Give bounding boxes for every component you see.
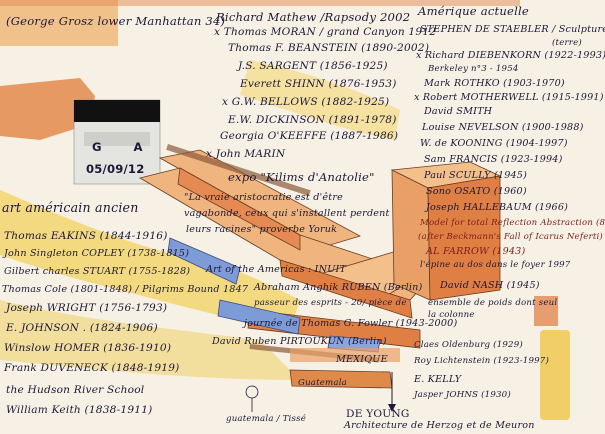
right-item-15: (after Beckmann's Fall of Icarus Neferti… — [418, 232, 603, 242]
guatemala-sub-label: guatemala / Tissé — [226, 414, 306, 424]
expo-title: expo "Kilims d'Anatolie" — [228, 170, 375, 184]
right-item-7: David SMITH — [424, 106, 493, 117]
left-item-3: Gilbert charles STUART (1755-1828) — [4, 266, 191, 277]
ticket — [73, 99, 161, 185]
right-item-8: Louise NEVELSON (1900-1988) — [422, 122, 584, 133]
wash-left-orange — [0, 78, 95, 140]
building-wall-front — [279, 259, 413, 319]
expo-quote-1: "La vraie aristocratie est d'être — [184, 192, 344, 203]
right-item-16: AL FARROW (1943) — [426, 246, 526, 257]
americas-item-1: Abraham Anghik RUBEN (Berlin) — [254, 282, 423, 293]
center-item-1: x Thomas MORAN / grand Canyon 1912 — [214, 26, 437, 38]
wash-bottom-right-orange — [534, 296, 558, 326]
right-item-18: David NASH (1945) — [440, 280, 540, 291]
left-item-1: Thomas EAKINS (1844-1916) — [4, 230, 168, 242]
mexique-label: MEXIQUE — [336, 354, 388, 365]
bottom-right-item-1: Claes Oldenburg (1929) — [414, 340, 523, 350]
wash-yellow-left — [0, 190, 300, 330]
bottom-right-item-2: Roy Lichtenstein (1923-1997) — [414, 356, 550, 366]
wash-top-strip — [0, 0, 520, 6]
center-item-3: J.S. SARGENT (1856-1925) — [238, 60, 388, 72]
americas-title: Art of the Americas : INUIT — [206, 264, 347, 275]
building-wall-blue-1 — [167, 237, 241, 285]
center-item-4: Everett SHINN (1876-1953) — [240, 78, 397, 90]
arrow-head — [388, 404, 396, 412]
shadow-band-1 — [166, 144, 311, 197]
expo-quote-3: leurs racines" proverbe Yoruk — [186, 224, 338, 235]
left-item-7: Winslow HOMER (1836-1910) — [4, 342, 172, 354]
center-item-6: E.W. DICKINSON (1891-1978) — [228, 114, 397, 126]
center-item-7: Georgia O'KEEFFE (1887-1986) — [220, 130, 399, 142]
left-item-6: E. JOHNSON . (1824-1906) — [6, 322, 158, 334]
right-item-3: x Richard DIEBENKORN (1922-1993) — [416, 50, 605, 61]
right-item-13: Joseph HALLEBAUM (1966) — [426, 202, 569, 213]
right-item-20: la colonne — [428, 310, 475, 320]
right-item-1: STEPHEN DE STAEBLER / Sculpture — [420, 24, 605, 35]
right-item-14: Model for total Reflection Abstraction (… — [420, 218, 605, 228]
header-right: Amérique actuelle — [418, 4, 529, 18]
americas-item-2: passeur des esprits - 20/ pièce de — [254, 298, 407, 308]
right-item-17: l'épine au dos dans le foyer 1997 — [420, 260, 571, 270]
left-title: art américain ancien — [2, 200, 139, 215]
right-item-5: Mark ROTHKO (1903-1970) — [424, 78, 565, 89]
americas-item-4: David Ruben PIRTOUKUN (Berlin) — [212, 336, 387, 347]
guatemala-label: Guatemala — [298, 378, 348, 388]
wash-yellow-top — [240, 60, 400, 140]
americas-item-3: journée de Thomas G. Fowler (1943-2000) — [244, 318, 458, 329]
tower-side — [427, 175, 501, 301]
right-item-9: W. de KOONING (1904-1997) — [420, 138, 568, 149]
bottom-right-item-4: Jasper JOHNS (1930) — [414, 390, 511, 400]
left-item-4: Thomas Cole (1801-1848) / Pilgrims Bound… — [2, 284, 249, 295]
right-item-19: ensemble de poids dont seul — [428, 298, 558, 308]
right-item-12: Sono OSATO (1960) — [426, 186, 527, 197]
wash-top-left — [0, 0, 118, 46]
left-item-9: the Hudson River School — [6, 384, 145, 396]
ticket-date: 05/09/12 — [86, 162, 145, 176]
header-mid: Richard Mathew /Rapsody 2002 — [216, 10, 411, 24]
right-item-2: (terre) — [552, 38, 582, 48]
expo-quote-2: vagabonde, ceux qui s'installent perdent — [184, 208, 390, 219]
right-item-6: x Robert MOTHERWELL (1915-1991) — [414, 92, 604, 103]
left-item-2: John Singleton COPLEY (1738-1815) — [4, 248, 190, 259]
center-item-5: x G.W. BELLOWS (1882-1925) — [222, 96, 390, 108]
ticket-letters: G A — [92, 140, 157, 154]
right-item-10: Sam FRANCIS (1923-1994) — [424, 154, 563, 165]
left-item-10: William Keith (1838-1911) — [6, 404, 153, 416]
wash-yellow-bottom — [0, 300, 300, 380]
wash-bottom-right-yellow — [540, 330, 570, 420]
de-young-label: DE YOUNG — [346, 408, 410, 420]
left-item-8: Frank DUVENECK (1848-1919) — [4, 362, 180, 374]
right-item-4: Berkeley n°3 - 1954 — [428, 64, 519, 74]
wash-orange-small — [290, 348, 400, 362]
architecture-label: Architecture de Herzog et de Meuron — [344, 420, 535, 431]
bottom-right-item-3: E. KELLY — [414, 374, 462, 385]
right-item-11: Paul SCULLY (1945) — [424, 170, 528, 181]
center-item-8: x John MARIN — [206, 148, 286, 160]
building-wall-blue-2 — [217, 299, 301, 335]
building-wall-diag — [177, 167, 301, 251]
header-left: (George Grosz lower Manhattan 34) — [6, 14, 226, 28]
center-item-2: Thomas F. BEANSTEIN (1890-2002) — [228, 42, 430, 54]
left-item-5: Joseph WRIGHT (1756-1793) — [6, 302, 168, 314]
